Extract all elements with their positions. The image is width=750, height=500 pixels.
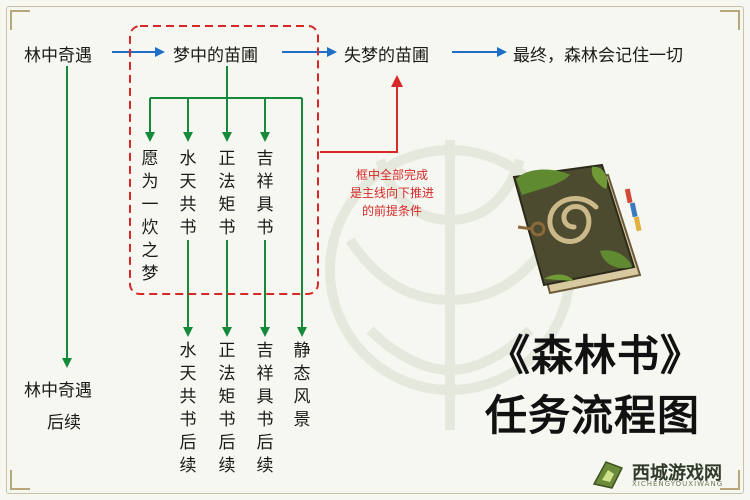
quest-static-scenery: 静态风景 — [293, 341, 311, 430]
forest-book-icon — [512, 163, 642, 295]
node-dream-nursery: 梦中的苗圃 — [173, 46, 258, 66]
frame-corner-ornament — [10, 470, 30, 490]
quest-water-sky-followup: 水天共书后续 — [179, 341, 197, 476]
quest-dharma-followup: 正法矩书后续 — [218, 341, 236, 476]
prerequisite-note-line2: 是主线向下推进 — [349, 186, 434, 200]
frame-corner-ornament — [720, 470, 740, 490]
frame-corner-ornament — [720, 10, 740, 30]
prerequisite-note-line3: 的前提条件 — [361, 204, 422, 218]
brand-logo-icon — [592, 461, 624, 489]
node-lost-dream-nursery: 失梦的苗圃 — [344, 46, 429, 66]
node-forest-encounter: 林中奇遇 — [24, 46, 92, 66]
node-final-quest: 最终，森林会记住一切 — [513, 46, 683, 66]
quest-dharma-book: 正法矩书 — [218, 149, 236, 238]
page-frame — [6, 6, 744, 494]
prerequisite-note-line1: 框中全部完成 — [355, 168, 428, 182]
prerequisite-note: 框中全部完成 是主线向下推进 的前提条件 — [333, 166, 451, 220]
quest-auspicious-book: 吉祥具书 — [256, 149, 274, 238]
prerequisite-box — [129, 25, 319, 295]
page-title-line1: 《森林书》 — [488, 331, 704, 380]
quest-dream-of-a-meal: 愿为一炊之梦 — [141, 149, 159, 284]
node-forest-encounter-followup-line2: 后续 — [47, 413, 81, 433]
brand-subtitle: XICHENGYOUXIWANG — [632, 480, 724, 488]
arrow-box-to-n3 — [320, 75, 403, 153]
brand-watermark: 西城游戏网 XICHENGYOUXIWANG — [590, 458, 740, 492]
frame-corner-ornament — [10, 10, 30, 30]
quest-auspicious-followup: 吉祥具书后续 — [256, 341, 274, 476]
quest-water-sky-book: 水天共书 — [179, 149, 197, 238]
node-forest-encounter-followup-line1: 林中奇遇 — [24, 381, 92, 401]
page-title-line2: 任务流程图 — [485, 391, 701, 440]
brand-name: 西城游戏网 — [632, 463, 722, 484]
